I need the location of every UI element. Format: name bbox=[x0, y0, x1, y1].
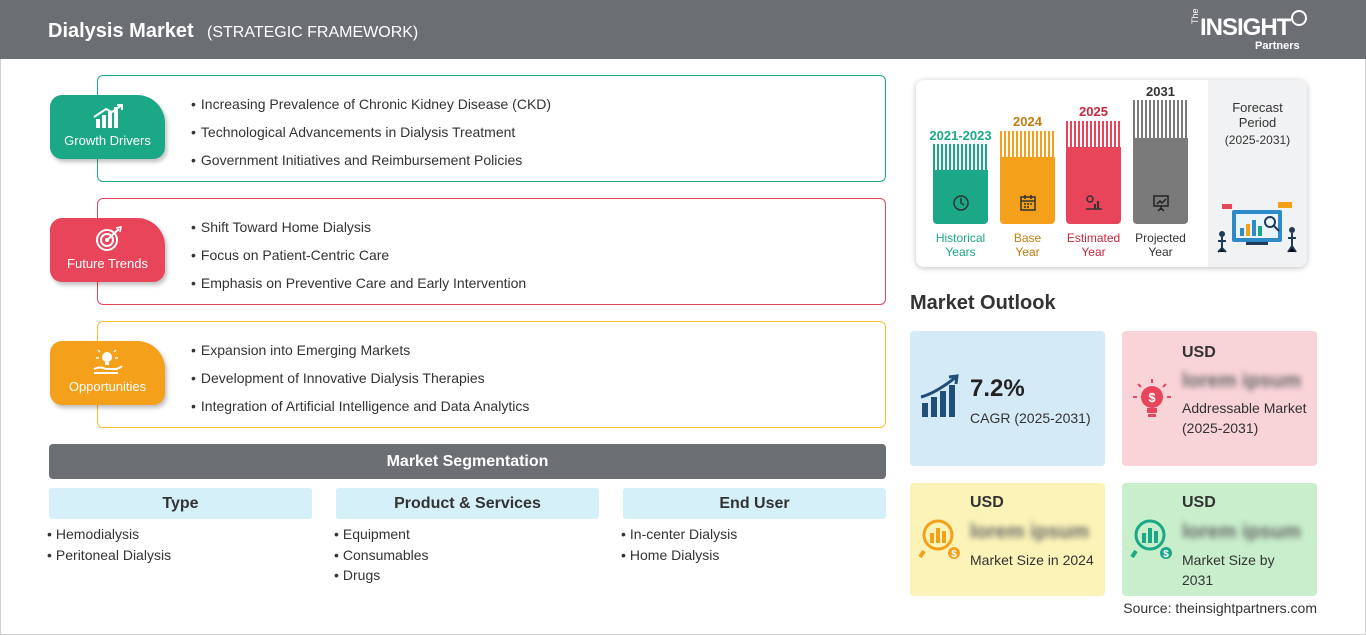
future-trends-badge: Future Trends bbox=[50, 218, 165, 282]
money-chart-icon: $ bbox=[1130, 519, 1172, 560]
cagr-box: 7.2% CAGR (2025-2031) bbox=[910, 331, 1105, 466]
list-item: Technological Advancements in Dialysis T… bbox=[191, 122, 551, 150]
size-2024-currency: USD bbox=[970, 494, 1004, 511]
historical-label-2: Years bbox=[945, 245, 976, 259]
analytics-illustration-icon bbox=[1217, 202, 1297, 253]
list-item: Shift Toward Home Dialysis bbox=[191, 217, 526, 245]
segment-product-header: Product & Services bbox=[336, 488, 599, 519]
estimated-label-2: Year bbox=[1081, 245, 1106, 259]
money-chart-icon: $ bbox=[918, 519, 960, 560]
lightbulb-dollar-icon: $ bbox=[1133, 379, 1171, 417]
list-item: Increasing Prevalence of Chronic Kidney … bbox=[191, 94, 551, 122]
addressable-market-box: $ USD lorem ipsum Addressable Market (20… bbox=[1122, 331, 1317, 466]
list-item: Government Initiatives and Reimbursement… bbox=[191, 150, 551, 178]
list-item: Home Dialysis bbox=[621, 547, 737, 568]
logo-ring-icon bbox=[1291, 10, 1307, 26]
base-year: 2024 bbox=[1013, 114, 1042, 129]
future-trends-list: Shift Toward Home Dialysis Focus on Pati… bbox=[191, 217, 526, 301]
forecast-title: Forecast Period bbox=[1208, 100, 1307, 130]
logo-insight: INSIGHT bbox=[1200, 14, 1291, 41]
clock-icon bbox=[953, 195, 969, 211]
page-title: Dialysis Market bbox=[48, 20, 194, 42]
base-label-1: Base bbox=[1013, 231, 1042, 245]
forecast-title-2: Period bbox=[1238, 115, 1277, 130]
segment-type-list: Hemodialysis Peritoneal Dialysis bbox=[47, 526, 171, 567]
base-stripes bbox=[1000, 131, 1055, 157]
size-2024-label: Market Size in 2024 bbox=[970, 552, 1094, 568]
insight-partners-logo[interactable]: The INSIGHT Partners bbox=[1190, 8, 1320, 54]
timeline-panel: 2021-2023 Historical Years 2024 Base Yea… bbox=[916, 80, 1307, 267]
page-subtitle: (STRATEGIC FRAMEWORK) bbox=[207, 24, 419, 41]
list-item: Emphasis on Preventive Care and Early In… bbox=[191, 273, 526, 301]
estimated-year: 2025 bbox=[1079, 104, 1108, 119]
list-item: Hemodialysis bbox=[47, 526, 171, 547]
list-item: Focus on Patient-Centric Care bbox=[191, 245, 526, 273]
estimated-bar bbox=[1066, 147, 1121, 224]
projected-stripes bbox=[1133, 100, 1188, 138]
logo-the: The bbox=[1190, 8, 1200, 24]
list-item: Development of Innovative Dialysis Thera… bbox=[191, 368, 529, 396]
future-trends-label: Future Trends bbox=[67, 256, 148, 271]
gear-chart-icon bbox=[1086, 195, 1102, 210]
opportunities-list: Expansion into Emerging Markets Developm… bbox=[191, 340, 529, 424]
idea-hand-icon bbox=[93, 349, 123, 374]
size-2031-currency: USD bbox=[1182, 494, 1216, 511]
growth-chart-icon bbox=[93, 104, 123, 128]
opportunities-card: Expansion into Emerging Markets Developm… bbox=[97, 321, 886, 428]
list-item: In-center Dialysis bbox=[621, 526, 737, 547]
forecast-years: (2025-2031) bbox=[1224, 133, 1291, 147]
historical-year: 2021-2023 bbox=[929, 128, 992, 143]
source-text: Source: theinsightpartners.com bbox=[1123, 600, 1317, 616]
addressable-currency: USD bbox=[1182, 344, 1216, 361]
historical-stripes bbox=[933, 144, 988, 170]
addressable-label: Addressable Market (2025-2031) bbox=[1182, 400, 1307, 436]
market-size-2031-box: $ USD lorem ipsum Market Size by 2031 bbox=[1122, 483, 1317, 596]
segmentation-title: Market Segmentation bbox=[49, 444, 886, 479]
opportunities-badge: Opportunities bbox=[50, 341, 165, 405]
list-item: Expansion into Emerging Markets bbox=[191, 340, 529, 368]
list-item: Consumables bbox=[334, 547, 429, 568]
segment-type-header: Type bbox=[49, 488, 312, 519]
header-bar: Dialysis Market (STRATEGIC FRAMEWORK) Th… bbox=[0, 0, 1366, 59]
estimated-stripes bbox=[1066, 121, 1121, 147]
svg-text:$: $ bbox=[1148, 390, 1156, 405]
size-2031-label: Market Size by 2031 bbox=[1182, 552, 1275, 588]
growth-drivers-badge: Growth Drivers bbox=[50, 95, 165, 159]
historical-label-1: Historical bbox=[935, 231, 986, 245]
market-size-2024-box: $ USD lorem ipsum Market Size in 2024 bbox=[910, 483, 1105, 596]
forecast-title-1: Forecast bbox=[1232, 100, 1283, 115]
growth-drivers-card: Increasing Prevalence of Chronic Kidney … bbox=[97, 75, 886, 182]
base-bar bbox=[1000, 157, 1055, 224]
logo-partners: Partners bbox=[1255, 40, 1300, 52]
calendar-icon bbox=[1020, 195, 1036, 211]
estimated-label-1: Estimated bbox=[1066, 231, 1121, 245]
growth-drivers-list: Increasing Prevalence of Chronic Kidney … bbox=[191, 94, 551, 178]
addressable-value: lorem ipsum bbox=[1182, 370, 1301, 392]
svg-text:$: $ bbox=[951, 549, 957, 560]
cagr-value: 7.2% bbox=[970, 375, 1025, 402]
list-item: Peritoneal Dialysis bbox=[47, 547, 171, 568]
presentation-icon bbox=[1153, 195, 1169, 212]
segment-enduser-header: End User bbox=[623, 488, 886, 519]
market-outlook-title: Market Outlook bbox=[910, 292, 1056, 314]
projected-year: 2031 bbox=[1146, 84, 1175, 99]
svg-text:$: $ bbox=[1163, 549, 1169, 560]
future-trends-card: Shift Toward Home Dialysis Focus on Pati… bbox=[97, 198, 886, 305]
size-2024-value: lorem ipsum bbox=[970, 521, 1089, 543]
segment-enduser-list: In-center Dialysis Home Dialysis bbox=[621, 526, 737, 567]
list-item: Integration of Artificial Intelligence a… bbox=[191, 396, 529, 424]
size-2031-value: lorem ipsum bbox=[1182, 521, 1301, 543]
projected-label-2: Year bbox=[1148, 245, 1173, 259]
cagr-label: CAGR (2025-2031) bbox=[970, 410, 1091, 426]
growth-bars-icon bbox=[920, 374, 959, 417]
list-item: Drugs bbox=[334, 567, 429, 588]
list-item: Equipment bbox=[334, 526, 429, 547]
target-icon bbox=[96, 226, 122, 251]
growth-drivers-label: Growth Drivers bbox=[64, 133, 151, 148]
projected-label-1: Projected bbox=[1135, 231, 1186, 245]
historical-bar bbox=[933, 170, 988, 224]
base-label-2: Year bbox=[1015, 245, 1040, 259]
segment-product-list: Equipment Consumables Drugs bbox=[334, 526, 429, 588]
opportunities-label: Opportunities bbox=[68, 379, 147, 394]
